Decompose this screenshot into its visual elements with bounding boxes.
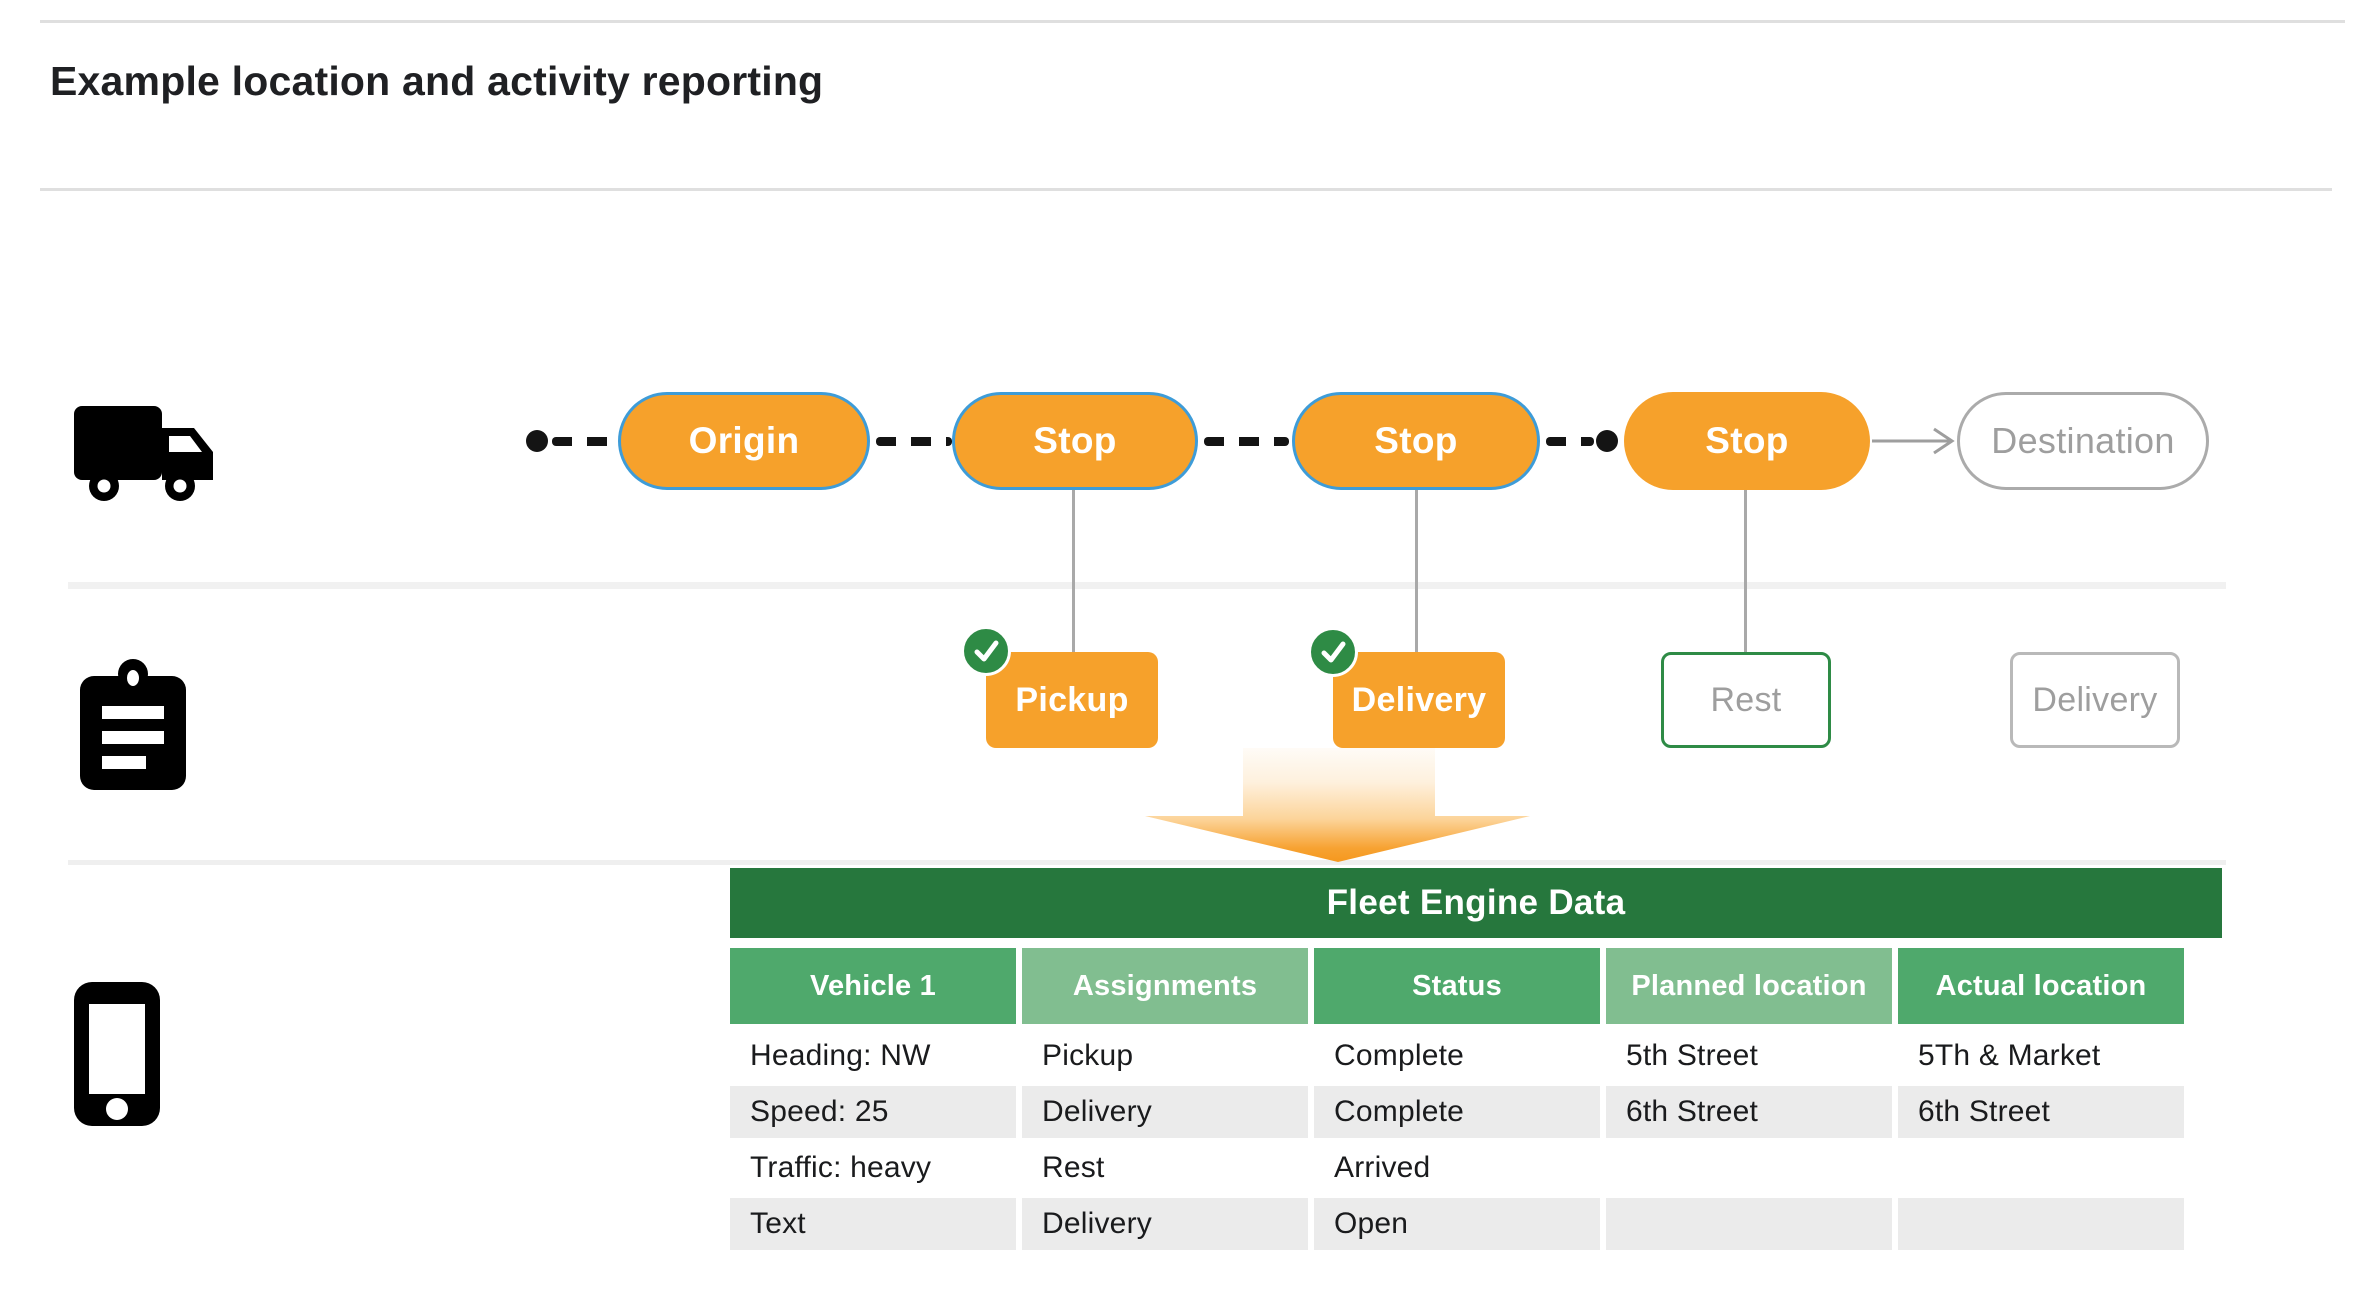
route-pill-label: Stop xyxy=(1374,420,1458,461)
table-cell: Open xyxy=(1314,1198,1600,1250)
route-pill-destination: Destination xyxy=(1957,392,2209,490)
column-header-actual-location: Actual location xyxy=(1898,948,2184,1024)
truck-icon xyxy=(74,406,213,501)
activity-box-pickup: Pickup xyxy=(986,652,1158,748)
table-cell xyxy=(1606,1142,1892,1194)
column-header-vehicle: Vehicle 1 xyxy=(730,948,1016,1024)
table-cell: 5Th & Market xyxy=(1918,1039,2101,1072)
table-cell: Speed: 25 xyxy=(730,1086,1016,1138)
activity-label: Delivery xyxy=(1351,680,1487,719)
route-dashed-segment xyxy=(1204,437,1289,446)
check-icon xyxy=(961,626,1011,676)
route-pill-origin: Origin xyxy=(618,392,870,490)
route-start-dot xyxy=(526,430,548,452)
table-cell xyxy=(1898,1198,2184,1250)
phone-icon xyxy=(74,982,160,1126)
table-cell: Arrived xyxy=(1334,1151,1431,1184)
route-dashed-segment xyxy=(876,437,952,446)
check-icon xyxy=(1308,627,1358,677)
table-cell: Rest xyxy=(1042,1151,1105,1184)
table-cell: Pickup xyxy=(1042,1039,1134,1072)
column-header-assignments: Assignments xyxy=(1022,948,1308,1024)
route-current-position-dot xyxy=(1596,430,1618,452)
table-cell: 6th Street xyxy=(1606,1086,1892,1138)
route-pill-label: Destination xyxy=(1991,420,2175,461)
title-divider xyxy=(40,188,2332,191)
connector-line xyxy=(1744,490,1747,652)
table-cell: Complete xyxy=(1334,1039,1464,1072)
table-cell xyxy=(1606,1198,1892,1250)
route-dashed-segment xyxy=(552,437,618,446)
activity-box-delivery-2: Delivery xyxy=(2010,652,2180,748)
table-cell: Heading: NW xyxy=(750,1039,931,1072)
table-cell: Complete xyxy=(1314,1086,1600,1138)
activity-label: Pickup xyxy=(1015,680,1129,719)
clipboard-icon xyxy=(80,659,186,790)
activity-box-delivery-1: Delivery xyxy=(1333,652,1505,748)
activity-box-rest: Rest xyxy=(1661,652,1831,748)
table-cell: Traffic: heavy xyxy=(750,1151,932,1184)
arrow-right-icon xyxy=(1872,427,1955,455)
activity-label: Delivery xyxy=(2032,680,2158,719)
table-title: Fleet Engine Data xyxy=(1326,883,1626,922)
section-divider xyxy=(68,860,2226,865)
table-cell: Text xyxy=(730,1198,1016,1250)
table-title-bar: Fleet Engine Data xyxy=(730,868,2222,938)
table-cell: 5th Street xyxy=(1626,1039,1759,1072)
table-cell: Delivery xyxy=(1022,1198,1308,1250)
big-down-arrow-icon xyxy=(1145,748,1530,862)
route-dashed-segment xyxy=(1546,437,1594,446)
column-header-status: Status xyxy=(1314,948,1600,1024)
section-divider xyxy=(68,582,2226,589)
route-pill-label: Origin xyxy=(688,420,800,461)
route-pill-stop-2: Stop xyxy=(1292,392,1540,490)
table-cell xyxy=(1898,1142,2184,1194)
activity-label: Rest xyxy=(1710,680,1782,719)
route-pill-stop-3: Stop xyxy=(1624,392,1870,490)
table-cell: Delivery xyxy=(1022,1086,1308,1138)
column-header-planned-location: Planned location xyxy=(1606,948,1892,1024)
connector-line xyxy=(1415,490,1418,652)
page-title: Example location and activity reporting xyxy=(50,58,824,104)
route-pill-label: Stop xyxy=(1705,420,1789,461)
table-cell: 6th Street xyxy=(1898,1086,2184,1138)
route-pill-stop-1: Stop xyxy=(952,392,1198,490)
top-divider xyxy=(40,20,2345,23)
connector-line xyxy=(1072,490,1075,652)
route-pill-label: Stop xyxy=(1033,420,1117,461)
